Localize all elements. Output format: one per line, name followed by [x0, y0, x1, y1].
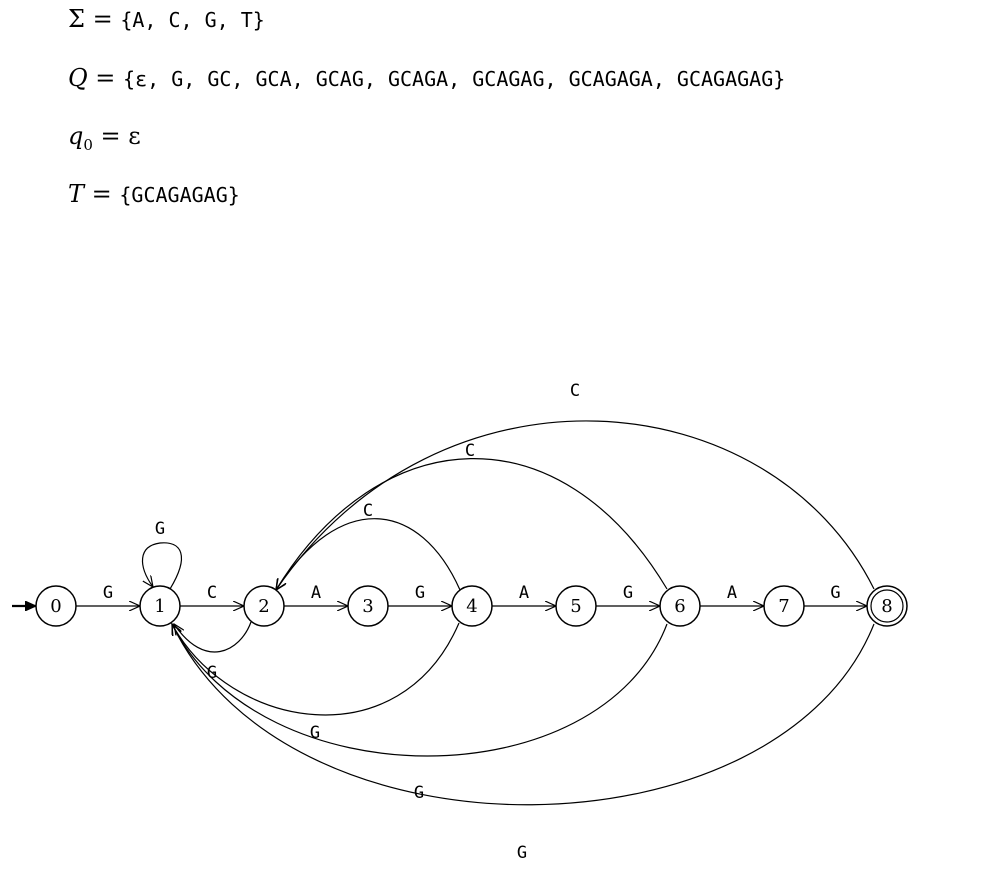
accepting-symbol: T = [68, 180, 120, 208]
transition-6-to-1 [172, 624, 668, 757]
alphabet-symbol: Σ = [68, 5, 121, 33]
state-2-circle [243, 585, 285, 627]
accepting-definition: T = {GCAGAGAG} [68, 180, 240, 208]
transition-4-to-5-label: A [519, 583, 529, 603]
transition-7-to-8-label: G [830, 583, 840, 603]
state-3: 3 [347, 585, 389, 627]
transition-0-to-1-label: G [103, 583, 113, 603]
alphabet-definition: Σ = {A, C, G, T} [68, 5, 265, 33]
transition-8-to-2-label: C [570, 381, 580, 401]
transition-6-to-2 [276, 458, 668, 590]
state-3-label: 3 [362, 596, 373, 617]
state-0: 0 [35, 585, 77, 627]
state-2: 2 [243, 585, 285, 627]
state-8: 8 [866, 585, 908, 627]
start-subscript: 0 [83, 135, 93, 154]
state-5-label: 5 [570, 596, 581, 617]
transition-2-to-3-label: A [311, 583, 321, 603]
state-4: 4 [451, 585, 493, 627]
state-1-circle [139, 585, 181, 627]
state-8-label: 8 [881, 596, 892, 617]
state-5-circle [555, 585, 597, 627]
state-3-circle [347, 585, 389, 627]
transition-6-to-1-label: G [414, 783, 424, 803]
start-value: = ε [92, 122, 141, 150]
transition-4-to-1 [172, 623, 460, 716]
state-0-label: 0 [50, 596, 61, 617]
states-value: {ε, G, GC, GCA, GCAG, GCAGA, GCAGAG, GCA… [123, 67, 786, 91]
start-symbol: q [68, 122, 84, 150]
state-5: 5 [555, 585, 597, 627]
state-7-label: 7 [778, 596, 789, 617]
state-8-accept-ring [870, 589, 904, 623]
state-6: 6 [659, 585, 701, 627]
transition-4-to-1-label: G [310, 723, 320, 743]
transition-1-to-1 [141, 542, 182, 590]
transition-2-to-1-label: G [207, 663, 217, 683]
state-2-label: 2 [258, 596, 269, 617]
transition-3-to-4-label: G [415, 583, 425, 603]
state-1: 1 [139, 585, 181, 627]
transition-8-to-1 [172, 624, 875, 806]
alphabet-value: {A, C, G, T} [120, 8, 265, 32]
transition-8-to-1-label: G [517, 843, 527, 863]
accepting-value: {GCAGAGAG} [119, 183, 240, 207]
states-definition: Q = {ε, G, GC, GCA, GCAG, GCAGA, GCAGAG,… [68, 64, 785, 92]
state-4-circle [451, 585, 493, 627]
start-state-definition: q0 = ε [68, 122, 141, 154]
state-0-circle [35, 585, 77, 627]
state-4-label: 4 [466, 596, 477, 617]
transition-6-to-2-label: C [465, 441, 475, 461]
transition-1-to-1-label: G [155, 519, 165, 539]
states-symbol: Q = [68, 64, 124, 92]
state-8-circle [866, 585, 908, 627]
transition-6-to-7-label: A [727, 583, 737, 603]
state-7-circle [763, 585, 805, 627]
transition-4-to-2-label: C [363, 501, 373, 521]
transition-8-to-2 [276, 420, 875, 590]
transition-2-to-1 [174, 621, 252, 653]
transition-5-to-6-label: G [623, 583, 633, 603]
state-6-circle [659, 585, 701, 627]
state-6-label: 6 [674, 596, 685, 617]
state-1-label: 1 [154, 596, 165, 617]
state-7: 7 [763, 585, 805, 627]
transition-1-to-2-label: C [207, 583, 217, 603]
